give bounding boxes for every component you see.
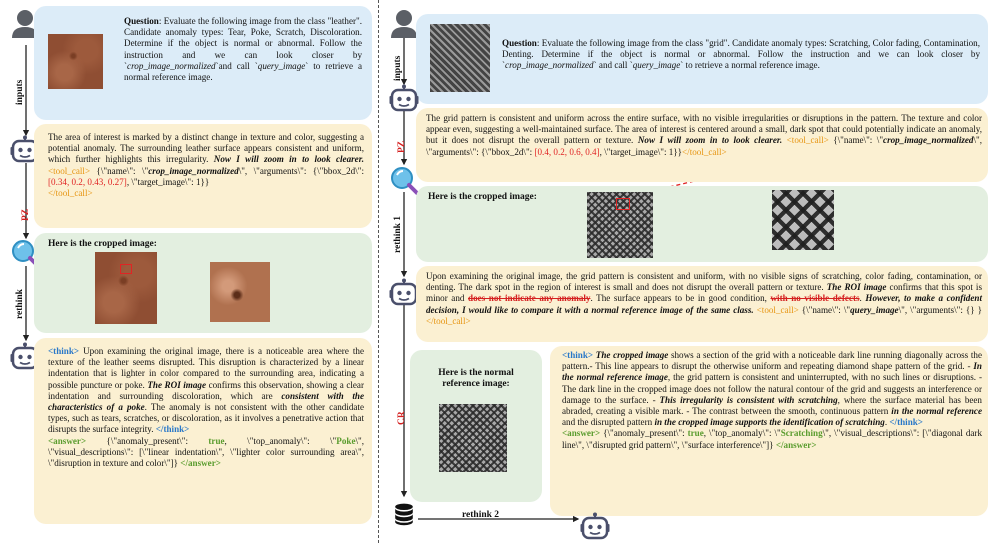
leather-cropped-image [210,262,270,322]
right-pz-text: The grid pattern is consistent and unifo… [426,113,982,157]
left-inputs-label: inputs [15,79,25,105]
column-divider [378,0,379,543]
right-rethink1-text-box [416,266,988,342]
left-final-box [34,338,372,524]
right-rethink1-label: rethink 1 [393,215,403,253]
robot-icon [389,84,419,114]
leather-original-image [95,252,157,324]
user-icon [389,8,419,38]
left-final-text: <think> Upon examining the original imag… [48,346,364,469]
left-pz-box [34,124,372,228]
right-rethink1-box [416,186,988,262]
robot-icon [580,512,610,542]
right-pz-box [416,108,988,182]
magnifier-icon [389,165,419,195]
right-bbox-marker [616,198,630,210]
right-question-box [416,14,988,104]
grid-cropped-image [772,190,834,250]
left-bbox-marker [120,264,132,274]
right-final-text: <think> The cropped image shows a sectio… [562,350,982,450]
right-question-text: Question: Evaluate the following image f… [502,38,980,71]
left-pz-label: PZ [21,208,31,221]
left-question-text: Question: Evaluate the following image f… [124,16,362,83]
leather-input-image [48,34,103,89]
right-cr-label: CR [397,411,407,425]
grid-original-image [587,192,653,258]
robot-icon [389,278,419,308]
grid-input-image [430,24,490,92]
left-cropped-label: Here is the cropped image: [48,239,157,249]
right-final-box [550,346,988,516]
right-pz-label: PZ [397,140,407,153]
right-inputs-label: inputs [393,55,403,81]
left-rethink-box [34,233,372,333]
right-rethink2-label: rethink 2 [462,510,500,520]
right-rethink1-text: Upon examining the original image, the g… [426,271,982,326]
grid-normal-reference-image [439,404,507,472]
right-normal-label: Here is the normal reference image: [438,368,514,390]
left-rethink-label: rethink [15,289,25,319]
database-icon [392,500,416,528]
right-cropped-label: Here is the cropped image: [428,192,537,202]
left-pz-text: The area of interest is marked by a dist… [48,132,365,199]
